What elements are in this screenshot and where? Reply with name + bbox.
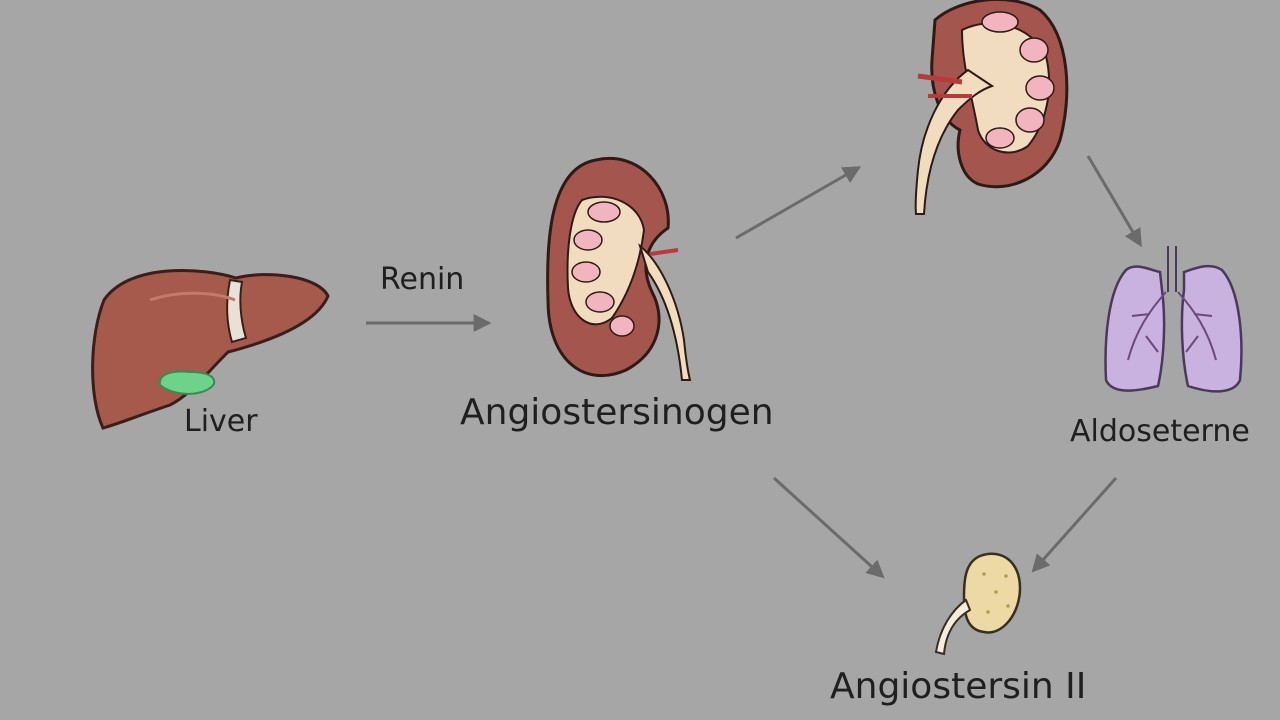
arrow-kidney-to-lungs (1086, 155, 1142, 248)
adrenal-gland-icon (934, 552, 1022, 656)
liver-label: Liver (184, 404, 258, 439)
angiotensin-ii-label: Angiostersin II (830, 666, 1087, 707)
lungs-icon (1104, 246, 1243, 393)
kidney-icon (546, 157, 692, 381)
aldosterone-label: Aldoseterne (1070, 414, 1250, 449)
arrow-kidney-to-kidney (735, 166, 862, 240)
kidney-icon (914, 0, 1069, 215)
angiotensinogen-label: Angiostersinogen (460, 392, 774, 433)
arrow-angiotensinogen-to-adrenal (772, 476, 885, 579)
liver-icon (91, 269, 330, 430)
renin-label: Renin (380, 262, 465, 297)
arrow-aldosterone-to-adrenal (1031, 477, 1118, 573)
